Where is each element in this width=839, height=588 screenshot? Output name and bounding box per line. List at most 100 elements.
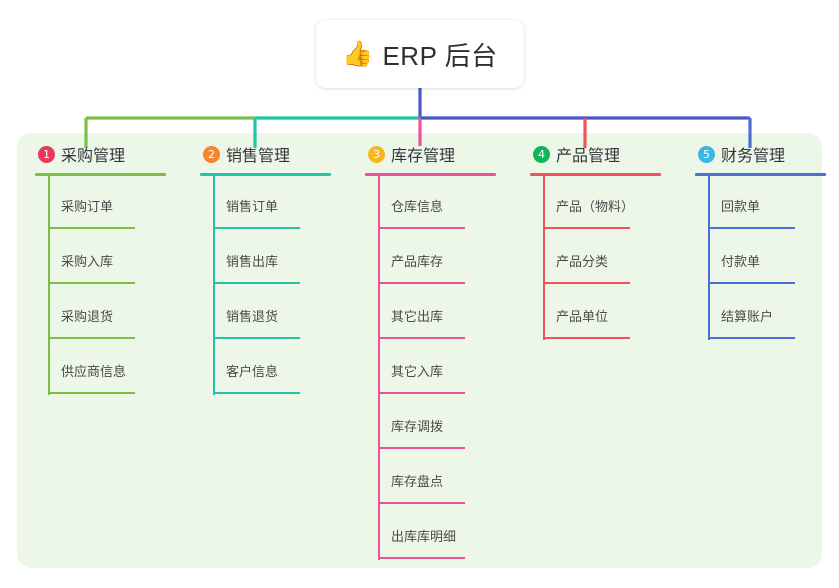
branch-column: 2 销售管理销售订单销售出库销售退货客户信息 bbox=[200, 133, 365, 395]
branch-item-label: 销售退货 bbox=[226, 309, 279, 324]
branch-column: 5 财务管理回款单付款单结算账户 bbox=[695, 133, 839, 340]
branch-spine bbox=[378, 175, 380, 560]
branch-item-list: 产品（物料） 产品分类产品单位 bbox=[530, 175, 695, 340]
branch-item-label: 采购退货 bbox=[61, 309, 114, 324]
branch-item-rule bbox=[48, 337, 135, 339]
branch-column: 3 库存管理仓库信息产品库存其它出库其它入库库存调拨库存盘点出库库明细 bbox=[365, 133, 530, 560]
branch-item[interactable]: 采购订单 bbox=[35, 175, 200, 230]
branch-item-rule bbox=[213, 282, 300, 284]
branch-number-badge: 1 bbox=[38, 145, 55, 163]
branch-item-rule bbox=[543, 282, 630, 284]
branch-item-list: 仓库信息产品库存其它出库其它入库库存调拨库存盘点出库库明细 bbox=[365, 175, 530, 560]
branch-item[interactable]: 其它出库 bbox=[365, 285, 530, 340]
branch-item[interactable]: 产品单位 bbox=[530, 285, 695, 340]
branch-item-label: 产品分类 bbox=[556, 254, 609, 269]
branch-item-rule bbox=[213, 227, 300, 229]
branch-item-label: 出库库明细 bbox=[391, 529, 457, 544]
branch-item-rule bbox=[378, 502, 465, 504]
branch-item[interactable]: 销售出库 bbox=[200, 230, 365, 285]
branch-spine bbox=[543, 175, 545, 340]
branch-item-label: 仓库信息 bbox=[391, 199, 444, 214]
branch-title: 财务管理 bbox=[721, 148, 786, 165]
branch-item[interactable]: 采购入库 bbox=[35, 230, 200, 285]
branch-item[interactable]: 客户信息 bbox=[200, 340, 365, 395]
branch-item-rule bbox=[48, 282, 135, 284]
branch-item-rule bbox=[378, 227, 465, 229]
branch-item-rule bbox=[543, 227, 630, 229]
branch-item[interactable]: 产品库存 bbox=[365, 230, 530, 285]
branch-item-rule bbox=[543, 337, 630, 339]
branch-title: 采购管理 bbox=[61, 148, 126, 165]
branch-item-label: 采购入库 bbox=[61, 254, 114, 269]
branch-header[interactable]: 3 库存管理 bbox=[365, 133, 530, 175]
branch-number-badge: 3 bbox=[368, 145, 385, 163]
branch-header-rule bbox=[530, 173, 661, 176]
branch-header[interactable]: 5 财务管理 bbox=[695, 133, 839, 175]
branch-item[interactable]: 供应商信息 bbox=[35, 340, 200, 395]
branch-item-label: 其它入库 bbox=[391, 364, 444, 379]
branch-item[interactable]: 库存盘点 bbox=[365, 450, 530, 505]
branch-title: 产品管理 bbox=[556, 148, 621, 165]
branch-item-rule bbox=[378, 282, 465, 284]
branch-item-label: 库存调拨 bbox=[391, 419, 444, 434]
branch-header-rule bbox=[695, 173, 826, 176]
branch-item-rule bbox=[213, 337, 300, 339]
branch-item-label: 付款单 bbox=[721, 254, 761, 269]
branch-header-rule bbox=[365, 173, 496, 176]
branch-header[interactable]: 4 产品管理 bbox=[530, 133, 695, 175]
branch-item-label: 回款单 bbox=[721, 199, 761, 214]
branch-item[interactable]: 产品分类 bbox=[530, 230, 695, 285]
branch-item-label: 采购订单 bbox=[61, 199, 114, 214]
thumbs-up-icon: 👍 bbox=[342, 39, 374, 68]
branch-item[interactable]: 销售订单 bbox=[200, 175, 365, 230]
branch-item-label: 客户信息 bbox=[226, 364, 279, 379]
branch-title: 销售管理 bbox=[226, 148, 291, 165]
branch-item[interactable]: 采购退货 bbox=[35, 285, 200, 340]
branch-header-rule bbox=[35, 173, 166, 176]
branch-item-rule bbox=[708, 282, 795, 284]
branch-item-rule bbox=[378, 557, 465, 559]
branch-item-list: 采购订单采购入库采购退货供应商信息 bbox=[35, 175, 200, 395]
branch-item[interactable]: 回款单 bbox=[695, 175, 839, 230]
branch-header[interactable]: 2 销售管理 bbox=[200, 133, 365, 175]
branch-header-rule bbox=[200, 173, 331, 176]
branch-item-rule bbox=[48, 227, 135, 229]
branch-item[interactable]: 出库库明细 bbox=[365, 505, 530, 560]
branch-column: 4 产品管理产品（物料） 产品分类产品单位 bbox=[530, 133, 695, 340]
branch-item[interactable]: 结算账户 bbox=[695, 285, 839, 340]
branch-item[interactable]: 其它入库 bbox=[365, 340, 530, 395]
branch-title: 库存管理 bbox=[391, 148, 456, 165]
branch-item[interactable]: 销售退货 bbox=[200, 285, 365, 340]
branch-spine bbox=[708, 175, 710, 340]
root-title: ERP 后台 bbox=[382, 40, 498, 71]
branch-item-label: 销售订单 bbox=[226, 199, 279, 214]
branch-item[interactable]: 付款单 bbox=[695, 230, 839, 285]
branch-item-label: 产品（物料） bbox=[556, 199, 635, 214]
branch-number-badge: 4 bbox=[533, 145, 550, 163]
branch-item-label: 其它出库 bbox=[391, 309, 444, 324]
branch-item-rule bbox=[48, 392, 135, 394]
branch-item-label: 产品库存 bbox=[391, 254, 444, 269]
branch-spine bbox=[48, 175, 50, 395]
branches-panel bbox=[17, 133, 822, 568]
branch-item[interactable]: 产品（物料） bbox=[530, 175, 695, 230]
branch-column: 1 采购管理采购订单采购入库采购退货供应商信息 bbox=[35, 133, 200, 395]
branch-item-list: 销售订单销售出库销售退货客户信息 bbox=[200, 175, 365, 395]
branch-item-rule bbox=[213, 392, 300, 394]
branch-item-label: 产品单位 bbox=[556, 309, 609, 324]
branch-item[interactable]: 库存调拨 bbox=[365, 395, 530, 450]
branch-header[interactable]: 1 采购管理 bbox=[35, 133, 200, 175]
branch-number-badge: 5 bbox=[698, 145, 715, 163]
branch-item[interactable]: 仓库信息 bbox=[365, 175, 530, 230]
branch-item-label: 库存盘点 bbox=[391, 474, 444, 489]
root-node[interactable]: 👍 ERP 后台 bbox=[316, 20, 524, 88]
branch-item-label: 销售出库 bbox=[226, 254, 279, 269]
branch-number-badge: 2 bbox=[203, 145, 220, 163]
branch-item-rule bbox=[378, 447, 465, 449]
branch-item-label: 结算账户 bbox=[721, 309, 774, 324]
branch-item-list: 回款单付款单结算账户 bbox=[695, 175, 839, 340]
branch-spine bbox=[213, 175, 215, 395]
branch-item-label: 供应商信息 bbox=[61, 364, 127, 379]
